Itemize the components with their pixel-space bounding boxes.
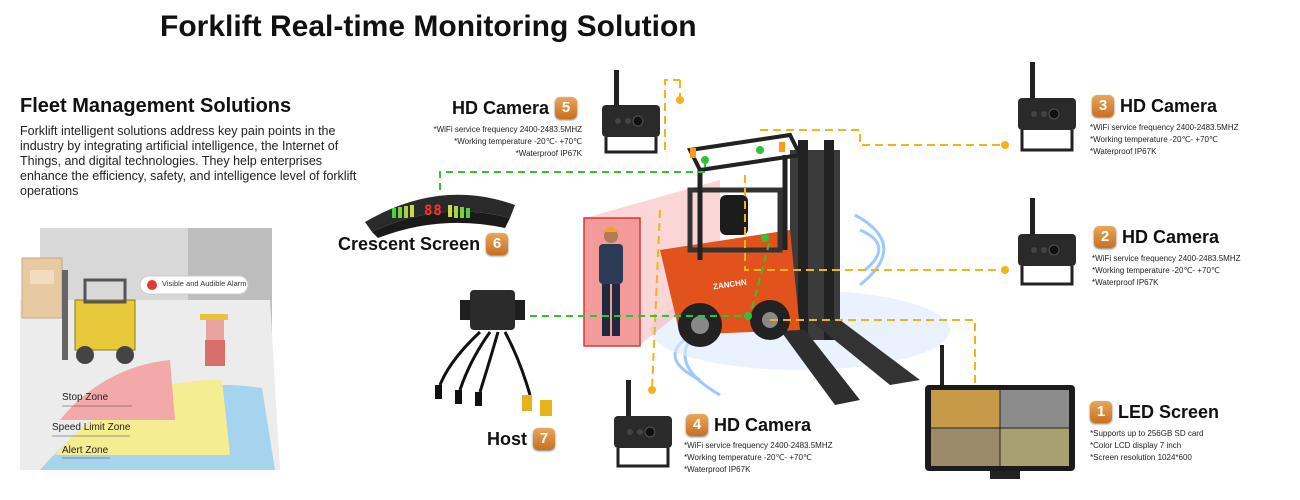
host-badge: 7 [533,428,555,450]
led-title: 1 LED Screen [1090,401,1219,423]
stop-zone-shape [60,360,175,420]
camera-3-title: 3 HD Camera [1092,95,1217,117]
camera-4-title: 4 HD Camera [686,414,811,436]
page-title: Forklift Real-time Monitoring Solution [160,10,697,43]
camera-5-specs: *WiFi service frequency 2400-2483.5MHZ *… [420,124,582,160]
crescent-screen-device [365,194,515,238]
host-title: Host 7 [487,428,555,450]
camera-2-device [1018,198,1076,286]
fleet-description: Forklift intelligent solutions address k… [20,124,357,198]
camera-4-badge: 4 [686,414,708,436]
led-badge: 1 [1090,401,1112,423]
forklift-image [660,132,920,405]
led-spec-resolution: *Screen resolution 1024*600 [1090,453,1192,462]
fleet-title: Fleet Management Solutions [20,95,292,117]
camera-5-spec-waterproof: *Waterproof IP67K [515,149,582,158]
led-label: LED Screen [1118,401,1220,422]
camera-5-label: HD Camera [452,97,550,118]
led-screen-device [925,345,1075,479]
camera-2-specs: *WiFi service frequency 2400-2483.5MHZ *… [1092,253,1241,289]
camera-4-specs: *WiFi service frequency 2400-2483.5MHZ *… [684,440,833,476]
warehouse-illustration [20,228,280,470]
host-device [435,290,552,416]
camera-3-spec-freq: *WiFi service frequency 2400-2483.5MHZ [1090,123,1239,132]
led-spec-display: *Color LCD display 7 inch [1090,441,1182,450]
camera-3-device [1018,62,1076,152]
camera-5-spec-freq: *WiFi service frequency 2400-2483.5MHZ [433,125,582,134]
alarm-label: Visible and Audible Alarm [162,279,247,288]
crescent-title: Crescent Screen 6 [338,233,509,255]
camera-3-spec-temp: *Working temperature -20℃- +70℃ [1090,135,1218,144]
worker-icon [599,227,623,336]
crescent-label: Crescent Screen [338,233,481,254]
camera-2-spec-temp: *Working temperature -20℃- +70℃ [1092,266,1220,275]
camera-3-badge: 3 [1092,95,1114,117]
camera-4-spec-waterproof: *Waterproof IP67K [684,465,751,474]
camera-2-title: 2 HD Camera [1094,226,1219,248]
camera-2-spec-waterproof: *Waterproof IP67K [1092,278,1159,287]
camera-4-device [614,380,672,468]
camera-5-device [602,70,660,154]
camera-3-specs: *WiFi service frequency 2400-2483.5MHZ *… [1090,122,1239,158]
alert-zone-label: Alert Zone [62,445,109,456]
host-label: Host [487,428,527,449]
camera-4-spec-freq: *WiFi service frequency 2400-2483.5MHZ [684,441,833,450]
speed-zone-label: Speed Limit Zone [52,422,131,433]
camera-2-spec-freq: *WiFi service frequency 2400-2483.5MHZ [1092,254,1241,263]
camera-4-spec-temp: *Working temperature -20℃- +70℃ [684,453,812,462]
camera-2-badge: 2 [1094,226,1116,248]
crescent-badge: 6 [486,233,509,255]
camera-4-label: HD Camera [714,414,812,435]
camera-5-title: HD Camera 5 [452,97,578,119]
camera-3-label: HD Camera [1120,95,1218,116]
stop-zone-label: Stop Zone [62,392,109,403]
led-spec-sd: *Supports up to 256GB SD card [1090,429,1204,438]
camera-2-label: HD Camera [1122,226,1220,247]
led-specs: *Supports up to 256GB SD card *Color LCD… [1090,428,1203,464]
crescent-display: 88 [424,203,443,219]
camera-3-spec-waterproof: *Waterproof IP67K [1090,147,1157,156]
camera-5-badge: 5 [555,97,578,119]
camera-5-spec-temp: *Working temperature -20℃- +70℃ [454,137,582,146]
yellow-connectors [651,79,1005,391]
